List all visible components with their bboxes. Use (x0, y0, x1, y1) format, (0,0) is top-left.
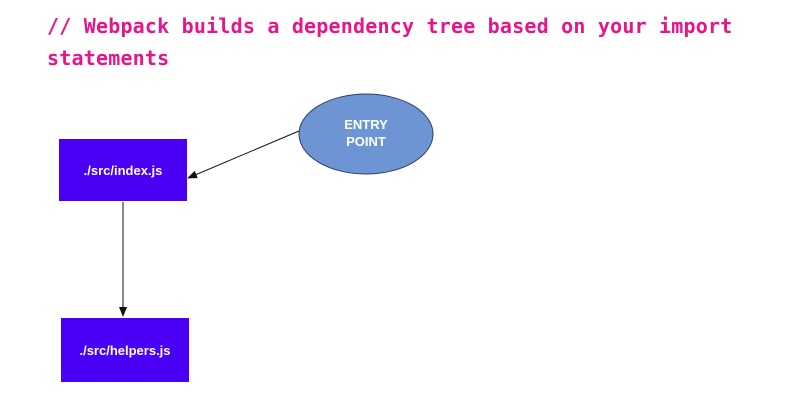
slide-title: // Webpack builds a dependency tree base… (47, 14, 733, 70)
edge-entry-to-index (187, 130, 300, 179)
index-js-box (59, 139, 187, 201)
index-js-label: ./src/index.js (84, 163, 163, 178)
helpers-js-label: ./src/helpers.js (79, 343, 170, 358)
entry-point-label-line1: ENTRY (344, 117, 388, 132)
helpers-js-node: ./src/helpers.js (61, 318, 189, 382)
index-js-node: ./src/index.js (59, 139, 187, 201)
entry-point-ellipse (298, 93, 434, 175)
helpers-js-box (61, 318, 189, 382)
entry-point-label-line2: POINT (346, 134, 386, 149)
entry-point-node: ENTRY POINT (298, 93, 434, 175)
